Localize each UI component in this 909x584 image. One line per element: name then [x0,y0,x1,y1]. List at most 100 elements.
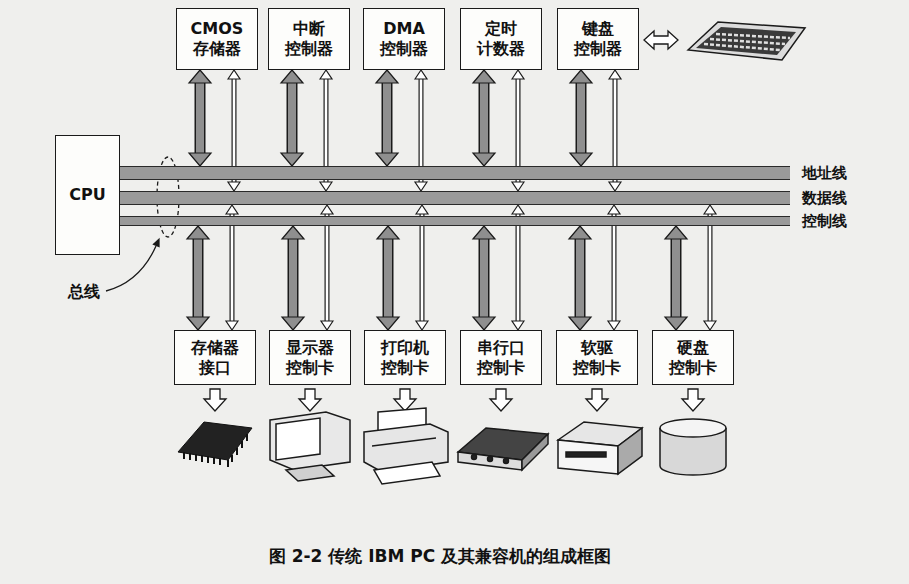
component-box: DMA 控制器 [363,8,445,70]
bus-connector [327,214,328,321]
serial-device [458,428,548,470]
bus-connector [120,173,132,174]
component-box: 串行口 控制卡 [460,330,542,385]
thick-arrow [288,83,296,153]
component-box: CMOS 存储器 [176,8,258,70]
thin-arrow [613,214,616,321]
bus-line: 数据线 [132,191,790,205]
bus-name: 地址线 [802,164,847,182]
component-box: 键盘 控制器 [557,8,639,70]
arrow-outline [612,214,617,321]
bus-connector [581,83,582,153]
arrow-outline [383,239,394,317]
component-box: 打印机 控制卡 [364,330,446,385]
figure-caption: 图 2-2 传统 IBM PC 及其兼容机的组成框图 [0,546,880,567]
box-label: 定时 计数器 [471,19,531,58]
box-label: 硬盘 控制卡 [663,338,723,377]
memory-chip [178,422,252,467]
arrow-outline [230,214,235,321]
keyboard-icon [688,22,805,60]
thick-arrow [194,239,202,317]
component-box: 显示器 控制卡 [269,330,351,385]
component-box: 存储器 接口 [174,330,256,385]
bus-connector [422,214,423,321]
box-label: CPU [69,185,105,205]
thin-arrow [517,214,520,321]
arrow-outline [382,83,393,153]
bus-connector [198,239,199,317]
arrow-outline [479,83,490,153]
device-arrows [204,389,704,411]
bus-connector [120,198,132,199]
arrow-outline [671,239,682,317]
bus-connector [292,83,293,153]
bus-connector [614,214,615,321]
arrow-outline [708,214,713,321]
thick-arrow [289,239,297,317]
bus-connector [580,239,581,317]
bus-link [120,191,132,205]
arrow-outline [576,83,587,153]
bus-link [120,167,132,179]
bus-name: 控制线 [802,212,847,230]
component-box: 中断 控制器 [268,8,350,70]
arrow-outline [516,214,521,321]
thick-arrow [480,83,488,153]
bus-link [120,166,132,180]
thin-arrow [421,214,424,321]
box-label: 中断 控制器 [279,19,339,58]
arrow-outline [420,214,425,321]
box-label: 软驱 控制卡 [567,338,627,377]
bus-connector [710,214,711,321]
box-label: 显示器 控制卡 [280,338,340,377]
bus-line: 地址线 [132,166,790,180]
box-label: 串行口 控制卡 [471,338,531,377]
box-label: DMA 控制器 [374,19,434,58]
bus-connector [387,83,388,153]
double-arrow [644,31,678,49]
arrow-outline [195,83,206,153]
component-box: 软驱 控制卡 [556,330,638,385]
thick-arrow [384,239,392,317]
bus-connector [293,239,294,317]
thick-arrow [196,83,204,153]
thin-arrow [231,214,234,321]
bus-connector [232,214,233,321]
bus-connector [484,83,485,153]
thick-arrow [577,83,585,153]
bus-connector [388,239,389,317]
thin-arrow [709,214,712,321]
box-label: 键盘 控制器 [568,19,628,58]
bus-link [120,217,132,225]
arrow-outline [479,239,490,317]
component-box: 定时 计数器 [460,8,542,70]
box-label: 打印机 控制卡 [375,338,435,377]
arrow-outline [288,239,299,317]
box-label: CMOS 存储器 [187,19,247,58]
bus-connector [676,239,677,317]
thin-arrow [326,214,329,321]
printer [364,408,448,484]
hard-disk [660,419,726,475]
arrow-outline [193,239,204,317]
arrow-outline [287,83,298,153]
arrow-outline [325,214,330,321]
bus-connector [120,221,132,222]
thick-arrow [672,239,680,317]
bus-link [120,216,132,226]
thick-arrow [383,83,391,153]
box-label: 存储器 接口 [185,338,245,377]
component-box: 硬盘 控制卡 [652,330,734,385]
bus-name: 数据线 [802,189,847,207]
cpu-box: CPU [55,135,120,255]
bus-connector [200,83,201,153]
thick-arrow [576,239,584,317]
thick-arrow [480,239,488,317]
floppy-drive [558,422,642,474]
callout-label: 总线 [68,282,100,302]
bus-connector [484,239,485,317]
bus-connector [518,214,519,321]
arrow-outline [575,239,586,317]
